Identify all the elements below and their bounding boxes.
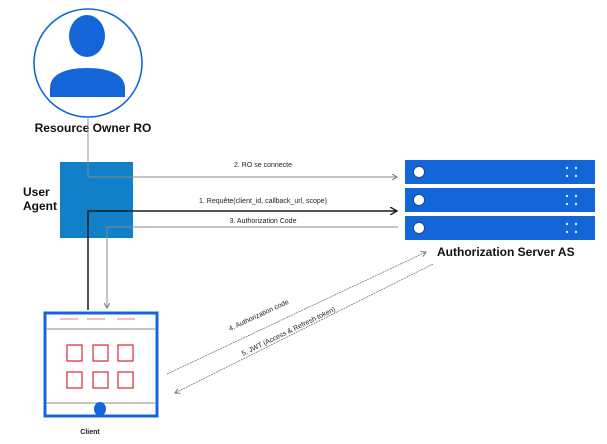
app-tile	[66, 371, 83, 389]
flow-1-request: 1. Requête(client_id, callback_url, scop…	[87, 198, 397, 310]
app-grid	[66, 344, 134, 389]
app-tile	[66, 344, 83, 362]
server-unit	[405, 216, 595, 240]
flow-2-label: 2. RO se connecte	[234, 162, 292, 169]
resource-owner-label: Resource Owner RO	[35, 121, 152, 135]
mobile-app-icon	[43, 311, 159, 418]
home-button-icon	[94, 402, 106, 416]
flow-3-authorization-code: 3. Authorization Code	[107, 218, 398, 308]
user-agent-label-line1: User	[23, 185, 50, 199]
flow-3-label: 3. Authorization Code	[230, 218, 297, 225]
authorization-server[interactable]: Authorization Server AS	[405, 160, 595, 259]
client-label: Client	[80, 429, 100, 436]
app-tile	[117, 344, 134, 362]
flow-1-label: 1. Requête(client_id, callback_url, scop…	[199, 198, 327, 205]
server-unit	[405, 188, 595, 212]
server-unit	[405, 160, 595, 184]
user-agent-label-line2: Agent	[23, 199, 57, 213]
flow-4-authorization-code: 4. Authorization code	[166, 252, 426, 375]
app-tile	[117, 371, 134, 389]
user-icon	[50, 15, 125, 97]
server-rack-icon	[405, 160, 595, 240]
user-agent[interactable]: User Agent	[23, 162, 133, 238]
flow-2-ro-connect: 2. RO se connecte	[87, 118, 397, 177]
user-agent-box	[60, 162, 133, 238]
authorization-server-label: Authorization Server AS	[437, 245, 575, 259]
client[interactable]: Client	[43, 311, 159, 436]
flow-4-label: 4. Authorization code	[228, 299, 290, 333]
app-tile	[92, 344, 109, 362]
resource-owner[interactable]: Resource Owner RO	[33, 8, 152, 135]
flow-5-jwt: 5. JWT (Access & Refresh token)	[175, 263, 434, 393]
app-tile	[92, 371, 109, 389]
